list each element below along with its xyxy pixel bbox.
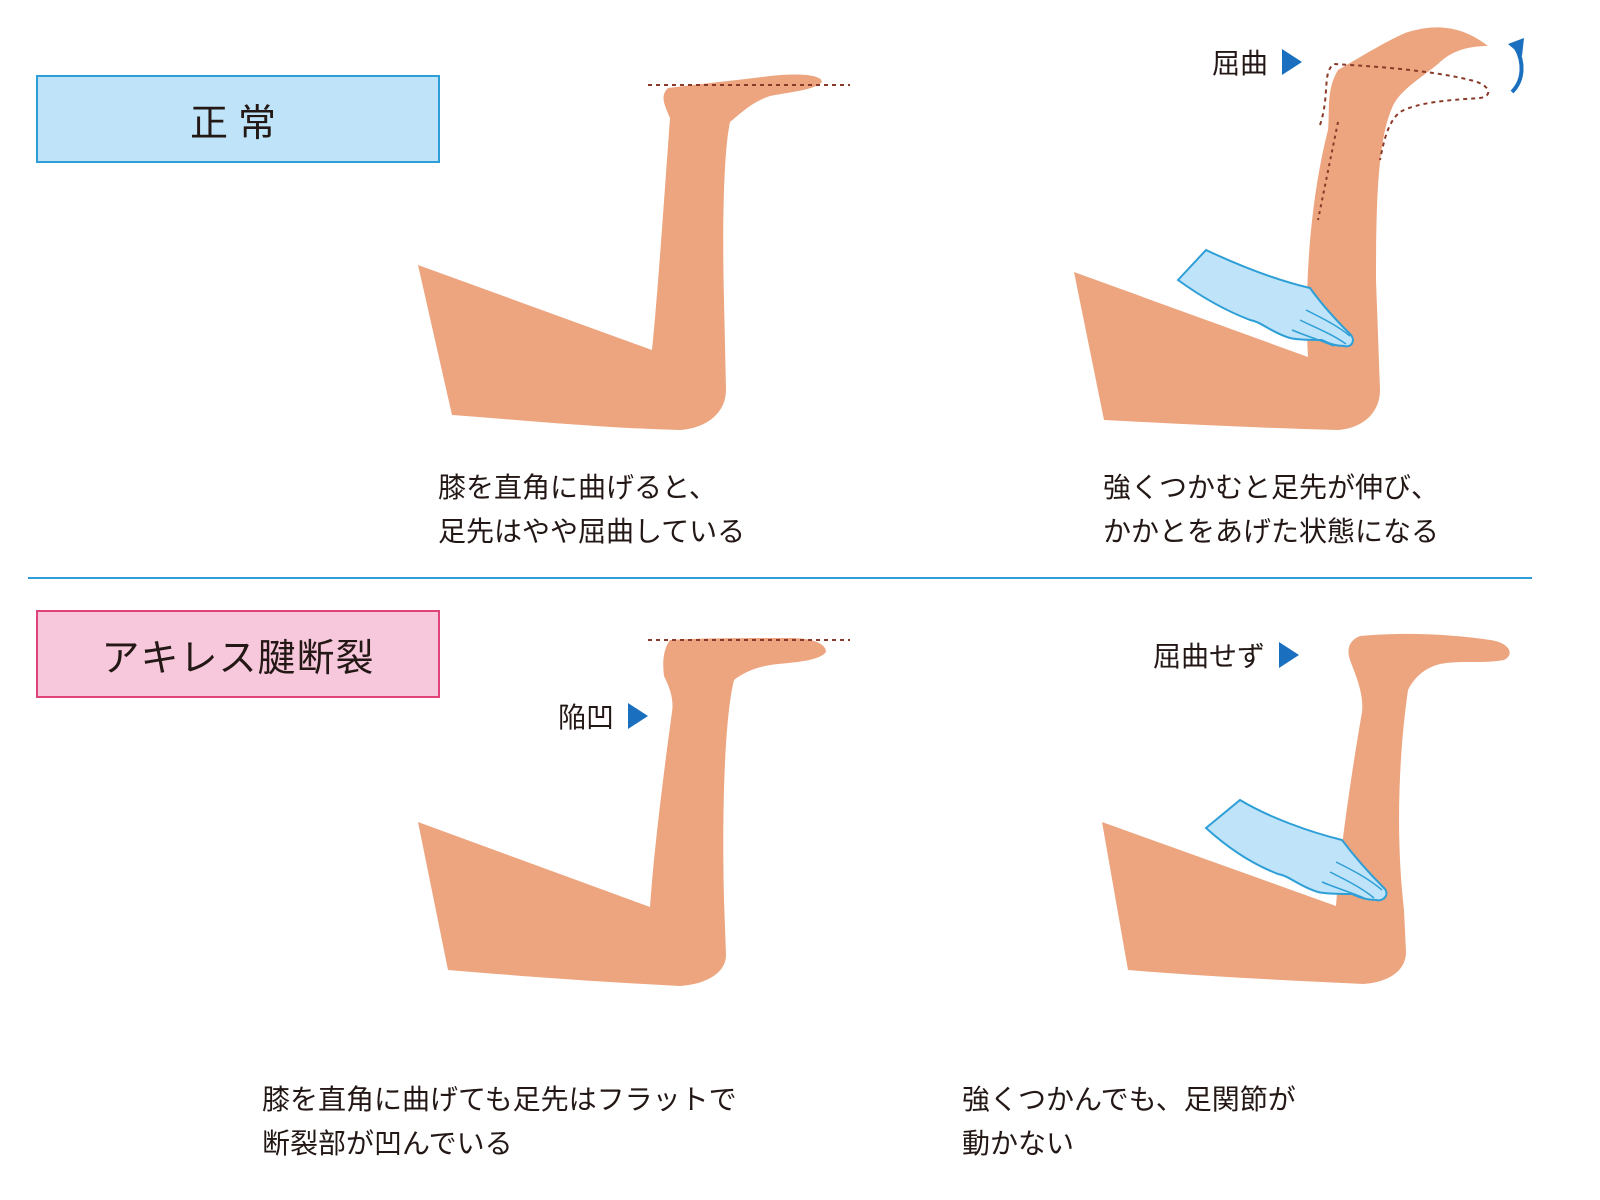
caption-line: かかとをあげた状態になる <box>1103 515 1440 548</box>
curved-arrow-head-icon <box>1508 38 1524 56</box>
triangle-pointer-icon <box>1282 49 1303 75</box>
section-label-achilles-rupture: アキレス腱断裂 <box>36 610 440 698</box>
hand-icon <box>1204 798 1388 902</box>
triangle-pointer-icon <box>1279 642 1300 668</box>
section-divider <box>28 577 1532 579</box>
callout-no-flexion-label: 屈曲せず <box>1153 640 1266 673</box>
leg-normal-rest <box>418 74 822 430</box>
callout-flexion-label: 屈曲 <box>1212 47 1269 80</box>
caption-line: 強くつかむと足先が伸び、 <box>1103 471 1440 504</box>
dashed-calf-outline <box>1317 121 1339 221</box>
caption-normal-rest: 膝を直角に曲げると、 足先はやや屈曲している <box>438 466 745 554</box>
callout-depression: 陥凹 <box>558 696 649 736</box>
caption-rupture-rest: 膝を直角に曲げても足先はフラットで 断裂部が凹んでいる <box>262 1078 737 1166</box>
hand-icon <box>1176 248 1354 348</box>
curved-arrow-up-icon <box>1510 47 1524 94</box>
leg-normal-squeeze <box>1074 27 1488 431</box>
caption-rupture-squeeze: 強くつかんでも、足関節が 動かない <box>962 1078 1296 1166</box>
section-label-normal: 正常 <box>36 75 440 163</box>
caption-line: 断裂部が凹んでいる <box>262 1127 513 1160</box>
caption-line: 足先はやや屈曲している <box>438 515 746 548</box>
leg-rupture-rest <box>418 638 826 986</box>
caption-line: 強くつかんでも、足関節が <box>962 1083 1296 1116</box>
triangle-pointer-icon <box>628 703 649 729</box>
caption-line: 動かない <box>962 1127 1075 1160</box>
callout-depression-label: 陥凹 <box>558 701 615 734</box>
leg-rupture-squeeze <box>1102 633 1510 984</box>
caption-line: 膝を直角に曲げると、 <box>438 471 717 504</box>
caption-line: 膝を直角に曲げても足先はフラットで <box>262 1083 737 1116</box>
callout-no-flexion: 屈曲せず <box>1153 635 1300 675</box>
callout-flexion: 屈曲 <box>1212 42 1303 82</box>
caption-normal-squeeze: 強くつかむと足先が伸び、 かかとをあげた状態になる <box>1103 466 1439 554</box>
